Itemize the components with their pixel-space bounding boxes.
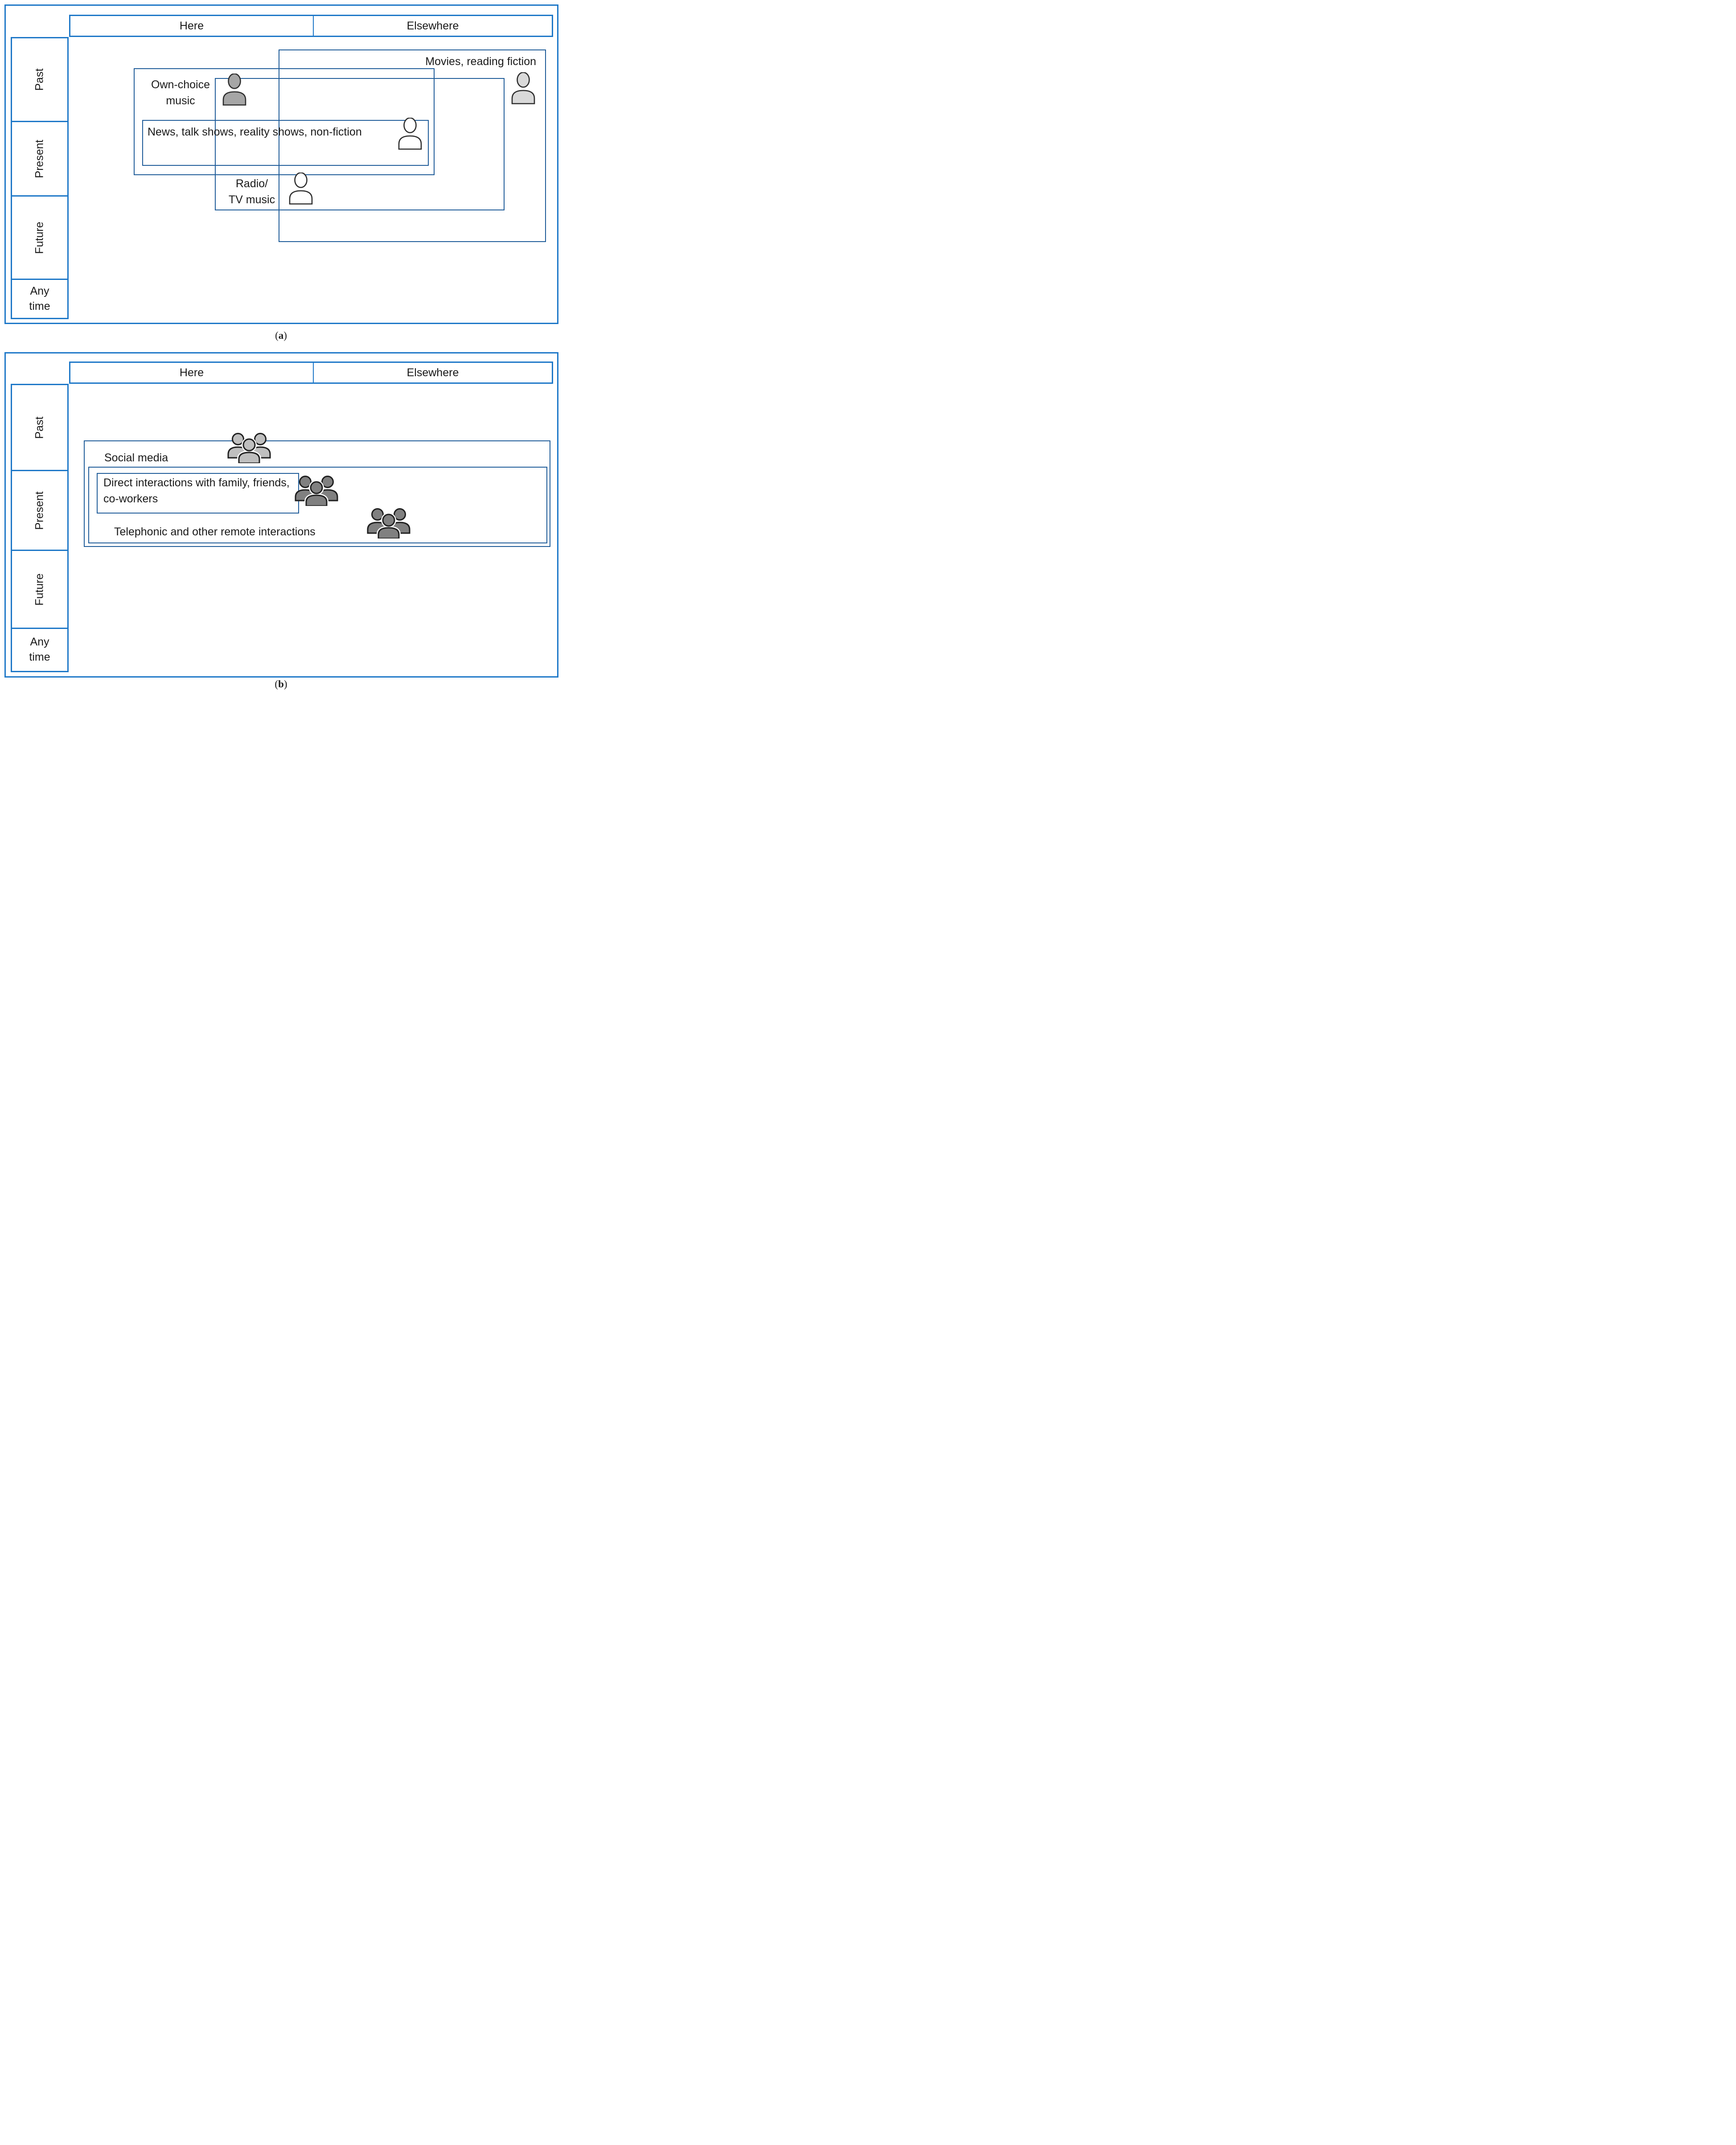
box-own-choice-music: Own-choice music <box>134 68 435 175</box>
column-headers-b: Here Elsewhere <box>69 362 553 384</box>
row-header-present: Present <box>12 121 67 195</box>
row-header-any-time: Any time <box>12 279 67 318</box>
box-social-media: Social media <box>84 440 550 547</box>
panel-a-caption: (a) <box>275 330 287 341</box>
column-headers-a: Here Elsewhere <box>69 15 553 37</box>
person-icon <box>289 173 313 205</box>
box-movies-label: Movies, reading fiction <box>425 55 536 68</box>
box-news-label: News, talk shows, reality shows, non-fic… <box>148 126 362 138</box>
box-social-media-label: Social media <box>104 452 168 464</box>
row-header-past: Past <box>33 416 46 439</box>
row-headers-a: Past Present Future Any time <box>11 37 69 319</box>
row-header-any-time: Any time <box>12 628 67 671</box>
row-headers-b: Past Present Future Any time <box>11 384 69 672</box>
people-group-icon <box>367 508 410 538</box>
box-own-choice-label: Own-choice music <box>151 78 210 107</box>
box-telephonic-label: Telephonic and other remote interactions <box>114 525 316 538</box>
col-header-elsewhere: Elsewhere <box>406 19 459 32</box>
people-group-icon <box>295 476 338 506</box>
col-header-here: Here <box>70 16 314 36</box>
person-icon <box>511 72 535 104</box>
panel-b-caption: (b) <box>275 678 287 690</box>
box-telephonic-interactions: Telephonic and other remote interactions <box>88 467 547 543</box>
person-icon <box>222 74 246 106</box>
box-radio-tv-label: Radio/ TV music <box>228 177 275 206</box>
panel-b: Here Elsewhere Past Present Future Any t… <box>4 352 558 678</box>
people-group-icon <box>227 433 271 463</box>
box-movies-reading-fiction: Movies, reading fiction <box>279 49 546 242</box>
col-header-elsewhere: Elsewhere <box>406 366 459 379</box>
figure-page: Here Elsewhere Past Present Future Any t… <box>0 0 562 694</box>
box-news-talk-shows: News, talk shows, reality shows, non-fic… <box>142 120 429 166</box>
box-direct-interactions-label: Direct interactions with family, friends… <box>103 477 290 505</box>
row-header-past: Past <box>33 68 46 91</box>
col-header-here: Here <box>70 363 314 382</box>
panel-a: Here Elsewhere Past Present Future Any t… <box>4 4 558 324</box>
row-header-future: Future <box>12 195 67 279</box>
row-header-present: Present <box>12 470 67 550</box>
box-radio-tv-music: Radio/ TV music <box>215 78 505 210</box>
person-icon <box>398 118 422 150</box>
box-direct-interactions: Direct interactions with family, friends… <box>97 473 299 514</box>
row-header-future: Future <box>12 550 67 628</box>
